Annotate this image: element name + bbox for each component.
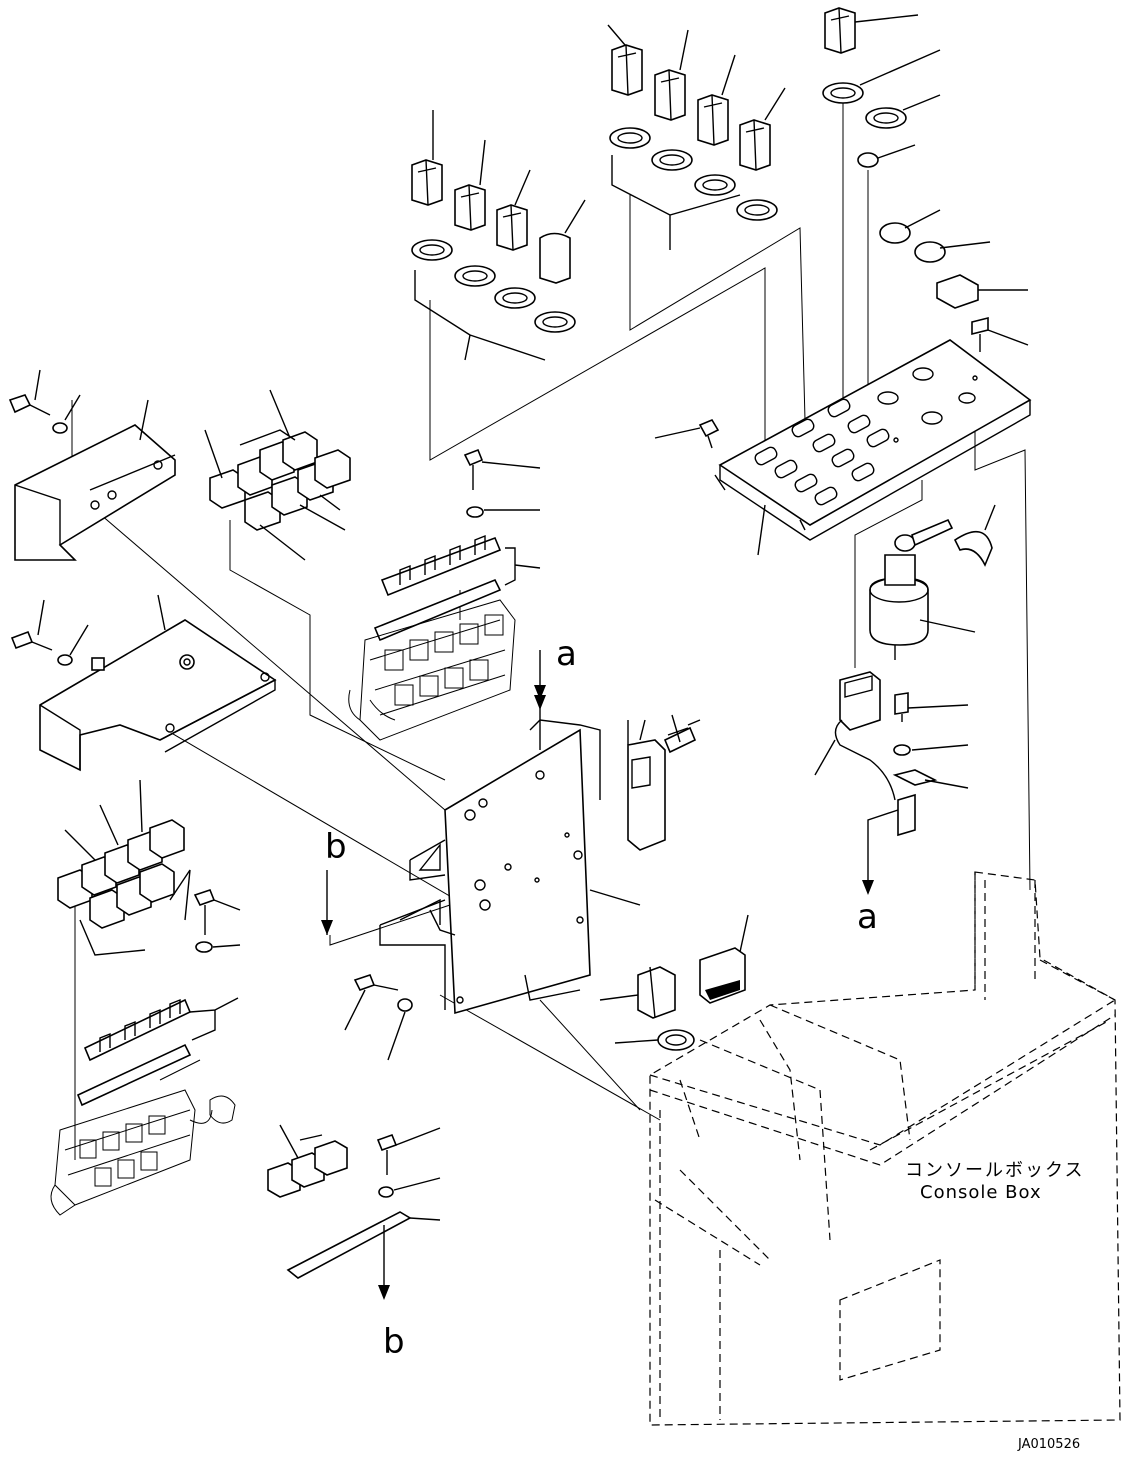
console-box-label-jp: コンソールボックス [905, 1160, 1085, 1181]
key-switch-assembly [869, 504, 996, 660]
middle-left-cover [10, 594, 277, 772]
bottom-relay-group [267, 1124, 441, 1300]
drawing-code: JA010526 [1018, 1437, 1081, 1452]
upper-relay-holder [348, 448, 541, 741]
arrow-a-label-bottom: a [857, 897, 878, 937]
arrow-b-label-bottom: b [383, 1322, 405, 1362]
switch-stack-right [822, 7, 1029, 352]
relay-module [627, 714, 701, 851]
switch-panel-plate [654, 339, 1032, 556]
lower-relay-cluster [57, 779, 191, 956]
bottom-bolts [344, 974, 413, 1061]
console-box-label-en: Console Box [920, 1182, 1042, 1203]
switch-group-2 [607, 24, 786, 250]
arrow-b-label-left: b [325, 827, 347, 867]
switch-group-1 [411, 110, 586, 361]
upper-relay-cluster [204, 389, 351, 561]
arrow-a-top [534, 650, 546, 710]
arrow-b-left [321, 870, 333, 935]
small-switch-wiring [814, 671, 969, 895]
upper-left-cover [8, 369, 176, 561]
center-bracket [379, 685, 641, 1015]
arrow-a-label-top: a [556, 634, 577, 674]
console-switches [599, 914, 749, 1051]
lower-relay-holder [50, 889, 241, 1216]
console-box-frame [649, 871, 1121, 1426]
